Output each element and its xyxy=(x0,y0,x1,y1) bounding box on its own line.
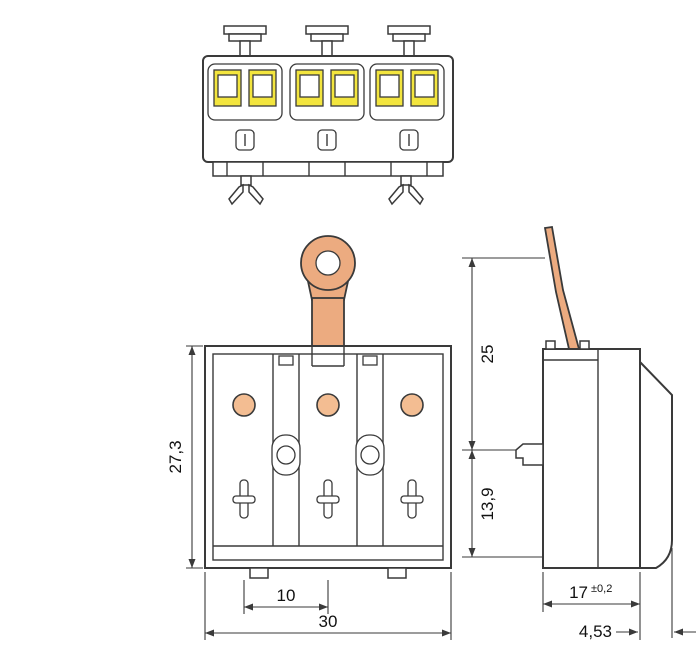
dim-side-offset-label: 4,53 xyxy=(579,622,612,641)
dim-front-pitch-label: 10 xyxy=(277,586,296,605)
front-view: 27,3 10 30 xyxy=(166,235,452,640)
wire-port-2 xyxy=(316,393,340,417)
dim-side-depth-label: 17 xyxy=(569,583,588,602)
screw-boss-left xyxy=(271,434,301,476)
ground-lug xyxy=(300,235,356,347)
front-inner-outline xyxy=(212,353,444,561)
dim-side-upper-label: 25 xyxy=(478,345,497,364)
plunger-1 xyxy=(223,25,267,58)
plunger-3 xyxy=(387,25,431,58)
mounting-foot-right xyxy=(388,175,424,206)
bottom-entry-slots xyxy=(235,129,419,151)
mounting-foot-left xyxy=(228,175,264,206)
dim-side-depth: 17 ±0,2 xyxy=(542,572,641,640)
side-view: 25 13,9 17 ±0,2 4,53 xyxy=(462,225,696,641)
top-view xyxy=(202,25,454,206)
bottom-strip xyxy=(212,161,444,177)
terminal-cell-1 xyxy=(207,63,283,121)
wire-entry-ports xyxy=(232,393,424,417)
front-foot-right xyxy=(387,567,407,579)
screw-boss-right xyxy=(355,434,385,476)
dim-side-offset: 4,53 xyxy=(579,548,696,641)
dim-side-lower: 13,9 xyxy=(462,450,543,558)
dim-side-lower-label: 13,9 xyxy=(478,487,497,520)
terminal-cell-2 xyxy=(289,63,365,121)
housing-side-view xyxy=(542,348,641,569)
side-top-notch-left xyxy=(545,340,556,350)
grounding-tab xyxy=(543,225,581,350)
dim-side-upper: 25 xyxy=(462,257,545,451)
dim-front-width-label: 30 xyxy=(319,612,338,631)
dim-front-height-label: 27,3 xyxy=(166,440,185,473)
side-flange xyxy=(639,359,673,569)
side-top-notch-right xyxy=(579,340,590,350)
release-slot-3 xyxy=(400,479,424,519)
mounting-latch xyxy=(515,443,544,466)
lug-strap-recess xyxy=(311,346,345,367)
front-grooves xyxy=(213,354,443,547)
dim-side-depth-tolerance-label: ±0,2 xyxy=(591,583,612,595)
plunger-2 xyxy=(305,25,349,58)
housing-front-view xyxy=(204,345,452,569)
lug-hole xyxy=(315,250,341,276)
release-slot-2 xyxy=(316,479,340,519)
wire-port-1 xyxy=(232,393,256,417)
dim-front-pitch: 10 xyxy=(243,580,329,614)
front-foot-left xyxy=(249,567,269,579)
dim-front-width: 30 xyxy=(204,572,452,640)
terminal-cell-3 xyxy=(369,63,445,121)
wire-port-3 xyxy=(400,393,424,417)
release-slot-1 xyxy=(232,479,256,519)
dim-front-height: 27,3 xyxy=(166,345,203,569)
